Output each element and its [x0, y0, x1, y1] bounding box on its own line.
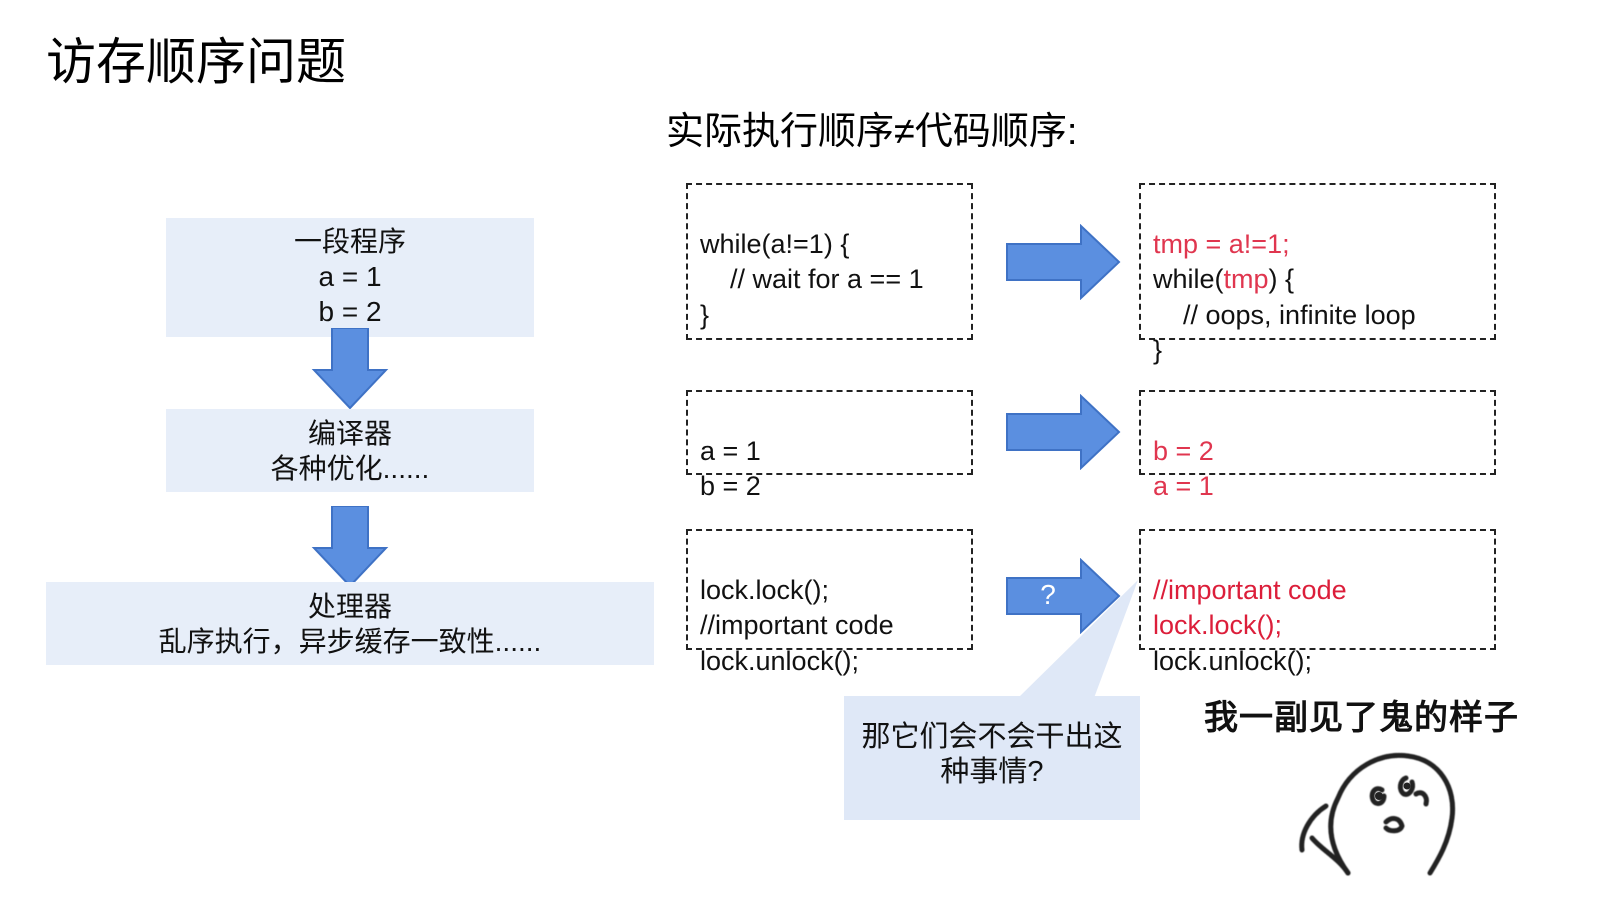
- flow-step-compiler: 编译器 各种优化......: [166, 409, 534, 492]
- code-line-reordered: lock.lock();: [1153, 610, 1283, 640]
- slide-title: 访存顺序问题: [46, 34, 346, 90]
- flow-step-processor-detail: 乱序执行，异步缓存一致性......: [158, 626, 542, 657]
- callout-text: 种事情?: [940, 756, 1044, 788]
- code-line: b = 2: [700, 471, 761, 501]
- code-line: // wait for a == 1: [700, 264, 924, 294]
- code-line-reordered: tmp = a!=1;: [1153, 228, 1290, 259]
- code-token-reordered: tmp: [1223, 264, 1269, 294]
- right-arrow-icon: [1006, 558, 1121, 634]
- code-box-reordered-lock: //important code lock.lock(); lock.unlock(…: [1139, 529, 1496, 676]
- flow-step-compiler-label: 编译器: [307, 418, 392, 449]
- code-line-reordered: //important code: [1153, 574, 1347, 605]
- code-token: ) {: [1268, 264, 1295, 294]
- code-line: lock.unlock();: [1153, 645, 1313, 676]
- callout-bubble: 那它们会不会干出这 种事情?: [844, 696, 1140, 820]
- right-arrow-icon: [1006, 224, 1121, 300]
- code-line: //important code: [700, 610, 894, 640]
- down-arrow-icon: [311, 506, 389, 588]
- code-box-reordered-assign: b = 2 a = 1: [1139, 390, 1496, 501]
- flow-step-processor-label: 处理器: [307, 591, 392, 622]
- down-arrow-icon: [311, 328, 389, 410]
- flow-step-program-label: 一段程序: [293, 226, 406, 257]
- code-line: }: [1153, 335, 1163, 365]
- code-line: }: [700, 299, 710, 330]
- code-box-original-lock: lock.lock(); //important code lock.unlock(…: [686, 529, 973, 676]
- meme-caption: 我一副见了鬼的样子: [1204, 698, 1519, 738]
- code-line: while(a!=1) {: [700, 228, 850, 259]
- code-box-original-loop: while(a!=1) { // wait for a == 1}: [686, 183, 973, 340]
- code-token: while(: [1153, 264, 1224, 294]
- code-line: lock.unlock();: [700, 645, 860, 676]
- code-line-reordered: b = 2: [1153, 435, 1214, 466]
- flow-step-program-line: b = 2: [318, 296, 382, 327]
- flow-step-program-line: a = 1: [318, 261, 382, 292]
- flow-step-compiler-detail: 各种优化......: [270, 453, 430, 484]
- callout-text: 那它们会不会干出这: [861, 721, 1123, 753]
- flow-step-program: 一段程序 a = 1 b = 2: [166, 218, 534, 337]
- code-line: lock.lock();: [700, 574, 830, 605]
- slide-subtitle: 实际执行顺序≠代码顺序:: [666, 111, 1078, 153]
- arrow-question-label: ?: [1040, 579, 1056, 610]
- code-line-reordered: a = 1: [1153, 471, 1214, 501]
- callout-tail: [1018, 580, 1138, 698]
- code-line: while(tmp) {: [1153, 262, 1482, 298]
- right-arrow-icon: [1006, 394, 1121, 470]
- code-box-reordered-loop: tmp = a!=1;while(tmp) { // oops, infinit…: [1139, 183, 1496, 365]
- flow-step-processor: 处理器 乱序执行，异步缓存一致性......: [46, 582, 654, 665]
- code-box-original-assign: a = 1 b = 2: [686, 390, 973, 501]
- ghost-face-illustration: [1299, 752, 1456, 876]
- code-line: a = 1: [700, 435, 761, 466]
- code-line: // oops, infinite loop: [1153, 299, 1416, 330]
